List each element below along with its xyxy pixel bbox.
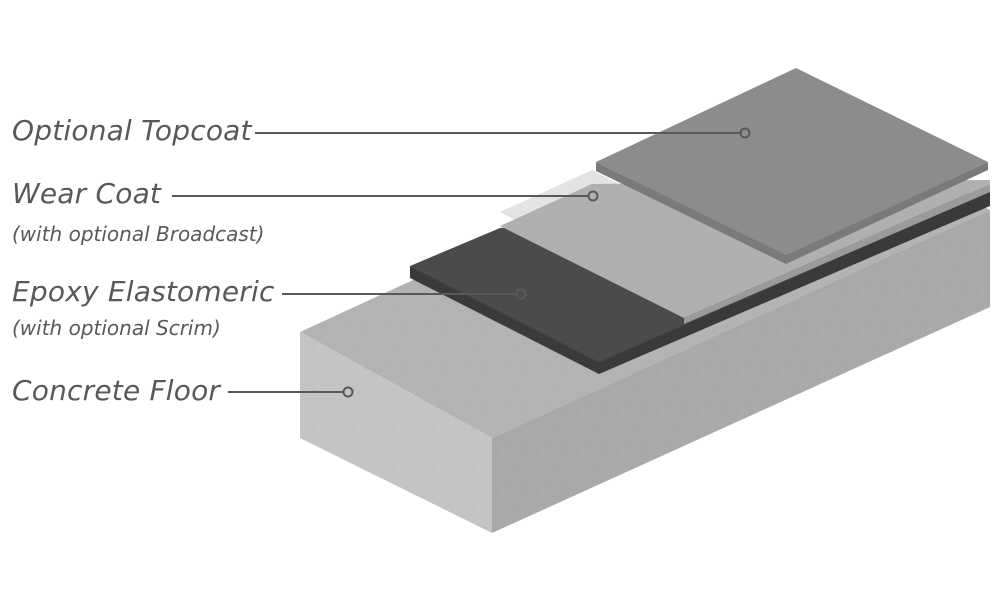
topcoat-right-edge: [786, 162, 988, 264]
concrete-texture-front: [492, 210, 990, 533]
topcoat-layer: [596, 68, 988, 264]
sublabel-epoxy-elastomeric: (with optional Scrim): [12, 316, 221, 340]
leader-lines: [172, 127, 751, 398]
epoxy-top-main: [410, 228, 684, 362]
leader-dot-epoxy: [515, 288, 527, 300]
topcoat-front-edge: [596, 162, 786, 264]
leader-dot-wear: [587, 190, 599, 202]
label-wear-coat: Wear Coat: [12, 177, 162, 210]
concrete-texture-left: [300, 332, 492, 533]
epoxy-right-edge: [599, 192, 990, 374]
label-epoxy-elastomeric: Epoxy Elastomeric: [12, 275, 275, 308]
wear-coat-right-edge: [684, 184, 990, 324]
label-optional-topcoat: Optional Topcoat: [12, 114, 252, 147]
topcoat-top-face: [596, 68, 988, 255]
label-concrete-floor: Concrete Floor: [12, 374, 221, 407]
leader-dot-concrete: [342, 386, 354, 398]
sublabel-wear-coat: (with optional Broadcast): [12, 222, 265, 246]
leader-dot-topcoat: [739, 127, 751, 139]
